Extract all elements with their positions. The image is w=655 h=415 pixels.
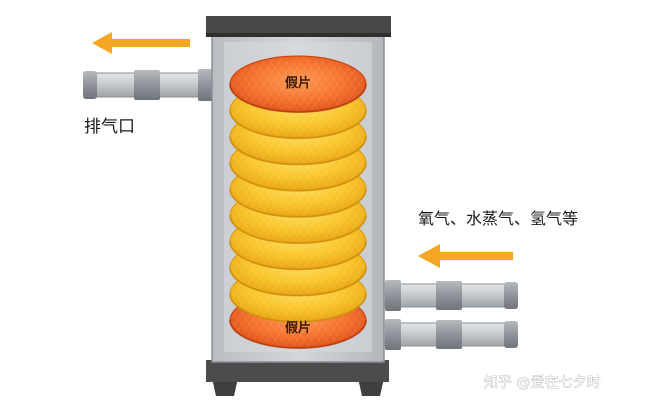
dummy-wafer-top xyxy=(229,55,367,113)
dummy-wafer-top-label: 假片 xyxy=(285,75,311,91)
wafer-stack xyxy=(229,55,367,349)
gas-inlet-pipe-upper xyxy=(379,280,518,311)
gas-inlet-label: 氧气、水蒸气、氢气等 xyxy=(418,209,578,228)
exhaust-pipe xyxy=(83,69,216,101)
exhaust-port-label: 排气口 xyxy=(84,117,135,137)
dummy-wafer-bottom-label: 假片 xyxy=(285,320,311,336)
exhaust-pipe-joint xyxy=(134,70,160,100)
watermark: 知乎 @爱在七夕时 xyxy=(484,374,600,391)
gas-inlet-pipe-lower xyxy=(379,319,518,350)
exhaust-pipe-end-cap xyxy=(83,71,97,99)
exhaust-arrow xyxy=(92,32,190,54)
gas-inlet-arrow xyxy=(418,244,513,268)
furnace-foot-right xyxy=(358,378,384,396)
furnace-top-cap xyxy=(206,16,391,36)
furnace-foot-left xyxy=(212,378,238,396)
exhaust-pipe-flange xyxy=(198,69,214,101)
furnace-base xyxy=(206,360,389,382)
